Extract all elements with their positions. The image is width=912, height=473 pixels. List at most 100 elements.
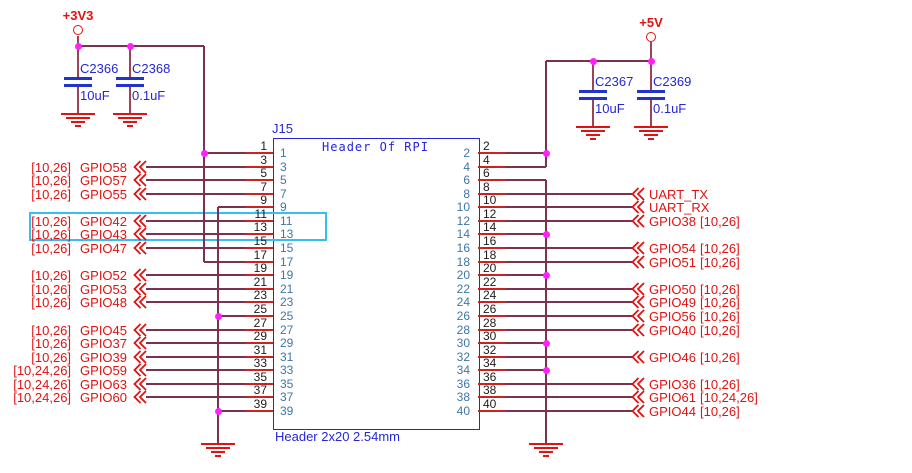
pin-stub[interactable] (478, 410, 507, 412)
net-label[interactable]: UART_TX (649, 186, 708, 202)
wire[interactable] (506, 329, 632, 331)
net-label-row[interactable]: [10,26]GPIO52 (0, 267, 148, 283)
pin-stub[interactable] (478, 193, 507, 195)
power-symbol-3v3[interactable]: +3V3 (56, 8, 100, 35)
net-label-row[interactable]: [10,24,26]GPIO59 (0, 362, 148, 378)
net-label-row[interactable]: GPIO61[10,24,26] (630, 389, 758, 405)
wire[interactable] (506, 396, 632, 398)
wire[interactable] (218, 315, 245, 317)
net-label[interactable]: GPIO43 (80, 226, 127, 242)
net-label-row[interactable]: [10,24,26]GPIO63 (0, 376, 148, 392)
wire[interactable] (146, 356, 245, 358)
pin-stub[interactable] (478, 383, 507, 385)
wire[interactable] (146, 342, 245, 344)
net-label-row[interactable]: [10,26]GPIO57 (0, 172, 148, 188)
pin-stub[interactable] (244, 410, 273, 412)
net-label-row[interactable]: [10,26]GPIO48 (0, 294, 148, 310)
net-label[interactable]: UART_RX (649, 199, 710, 215)
wire[interactable] (506, 288, 632, 290)
pin-stub[interactable] (478, 342, 507, 344)
pin-stub[interactable] (478, 179, 507, 181)
ground-symbol[interactable] (113, 113, 147, 128)
net-label-row[interactable]: [10,24,26]GPIO60 (0, 389, 148, 405)
ground-symbol[interactable] (529, 443, 563, 458)
wire[interactable] (506, 342, 546, 344)
pin-stub[interactable] (244, 329, 273, 331)
net-label[interactable]: GPIO61 (649, 389, 696, 405)
pin-stub[interactable] (244, 166, 273, 168)
net-label-row[interactable]: GPIO49[10,26] (630, 294, 740, 310)
wire[interactable] (506, 315, 632, 317)
wire[interactable] (592, 100, 594, 126)
net-label[interactable]: GPIO40 (649, 322, 696, 338)
wire[interactable] (146, 301, 245, 303)
header-footprint[interactable]: Header 2x20 2.54mm (275, 429, 401, 444)
net-label[interactable]: GPIO42 (80, 213, 127, 229)
pin-stub[interactable] (244, 396, 273, 398)
wire[interactable] (545, 61, 547, 167)
wire[interactable] (217, 207, 219, 443)
wire[interactable] (146, 288, 245, 290)
pin-stub[interactable] (244, 383, 273, 385)
wire[interactable] (204, 152, 245, 154)
pin-stub[interactable] (478, 315, 507, 317)
net-label-row[interactable]: UART_RX (630, 199, 709, 215)
wire[interactable] (77, 87, 79, 113)
header-refdes[interactable]: J15 (272, 121, 293, 136)
net-label[interactable]: GPIO58 (80, 159, 127, 175)
wire[interactable] (506, 220, 632, 222)
net-label-row[interactable]: UART_TX (630, 186, 708, 202)
net-label[interactable]: GPIO44 (649, 403, 696, 419)
net-label[interactable]: GPIO51 (649, 254, 696, 270)
pin-stub[interactable] (244, 261, 273, 263)
net-label-row[interactable]: [10,26]GPIO45 (0, 322, 148, 338)
wire[interactable] (146, 193, 245, 195)
wire[interactable] (506, 233, 546, 235)
net-label-row[interactable]: GPIO36[10,26] (630, 376, 740, 392)
power-symbol-5v[interactable]: +5V (629, 15, 673, 42)
pin-stub[interactable] (478, 261, 507, 263)
pin-stub[interactable] (244, 342, 273, 344)
wire[interactable] (146, 383, 245, 385)
wire[interactable] (146, 179, 245, 181)
wire[interactable] (506, 369, 546, 371)
net-label[interactable]: GPIO63 (80, 376, 127, 392)
pin-stub[interactable] (244, 369, 273, 371)
wire[interactable] (146, 247, 245, 249)
net-label[interactable]: GPIO55 (80, 186, 127, 202)
pin-stub[interactable] (478, 274, 507, 276)
net-label-row[interactable]: [10,26]GPIO58 (0, 159, 148, 175)
net-label[interactable]: GPIO59 (80, 362, 127, 378)
wire[interactable] (146, 220, 245, 222)
wire[interactable] (592, 61, 594, 90)
wire[interactable] (146, 274, 245, 276)
net-label-row[interactable]: GPIO40[10,26] (630, 322, 740, 338)
pin-stub[interactable] (478, 329, 507, 331)
net-label-row[interactable]: GPIO50[10,26] (630, 281, 740, 297)
wire[interactable] (146, 396, 245, 398)
wire[interactable] (129, 87, 131, 113)
wire[interactable] (650, 100, 652, 126)
wire[interactable] (506, 274, 546, 276)
net-label[interactable]: GPIO54 (649, 240, 696, 256)
wire[interactable] (218, 206, 245, 208)
net-label-row[interactable]: [10,26]GPIO47 (0, 240, 148, 256)
net-label[interactable]: GPIO53 (80, 281, 127, 297)
net-label-row[interactable]: [10,26]GPIO55 (0, 186, 148, 202)
wire[interactable] (506, 179, 546, 181)
wire[interactable] (129, 46, 131, 77)
wire[interactable] (650, 61, 652, 90)
pin-stub[interactable] (244, 220, 273, 222)
wire[interactable] (506, 247, 632, 249)
pin-stub[interactable] (244, 288, 273, 290)
net-label-row[interactable]: [10,26]GPIO53 (0, 281, 148, 297)
net-label[interactable]: GPIO39 (80, 349, 127, 365)
wire[interactable] (78, 45, 204, 47)
net-label[interactable]: GPIO46 (649, 349, 696, 365)
wire[interactable] (204, 261, 245, 263)
net-label[interactable]: GPIO48 (80, 294, 127, 310)
wire[interactable] (77, 36, 79, 46)
wire[interactable] (146, 166, 245, 168)
wire[interactable] (506, 193, 632, 195)
wire[interactable] (146, 233, 245, 235)
